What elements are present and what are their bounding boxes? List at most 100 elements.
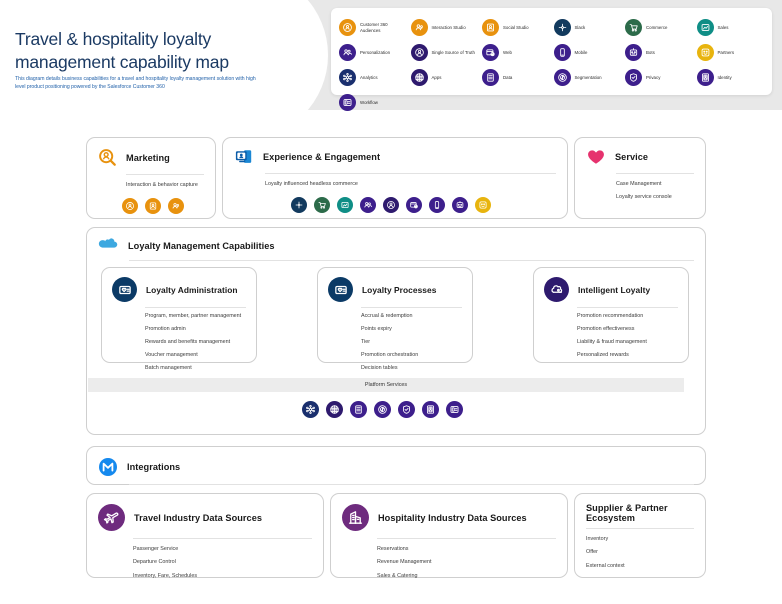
web-browser-icon bbox=[482, 44, 499, 61]
loyalty-administration-bullet: Voucher management bbox=[145, 351, 198, 358]
experience-title: Experience & Engagement bbox=[263, 152, 381, 162]
legend-item-label: Personalization bbox=[360, 49, 391, 55]
service-bullet: Case Management bbox=[616, 181, 662, 187]
service-divider bbox=[616, 173, 694, 174]
service-bullet: Loyalty service console bbox=[616, 194, 672, 201]
experience-screens-icon bbox=[234, 148, 254, 166]
legend-item-label: Bots bbox=[646, 49, 655, 55]
legend-item[interactable]: Bots bbox=[625, 40, 695, 65]
integrations-header: Integrations bbox=[98, 457, 694, 477]
privacy-shield-icon bbox=[398, 401, 415, 418]
product-legend-panel: Customer 360 Audiences Interaction Studio… bbox=[331, 8, 772, 111]
loyalty-administration-divider bbox=[145, 307, 246, 308]
legend-item-label: Mobile bbox=[574, 49, 588, 55]
loyalty-card-icon bbox=[112, 277, 137, 302]
loyalty-management-capabilities-card[interactable]: Loyalty Management Capabilities Loyalty … bbox=[86, 227, 706, 435]
mulesoft-icon bbox=[98, 457, 118, 477]
legend-item[interactable]: Personalization bbox=[339, 40, 409, 65]
legend-item[interactable]: Web bbox=[482, 40, 552, 65]
marketing-card-header: Marketing bbox=[98, 148, 204, 167]
bots-robot-icon bbox=[625, 44, 642, 61]
legend-item[interactable]: Segmentation bbox=[553, 65, 624, 90]
loyalty-administration-bullet: Program, member, partner management bbox=[145, 313, 242, 319]
legend-item[interactable]: Privacy bbox=[625, 65, 695, 90]
hospitality-sources-title: Hospitality Industry Data Sources bbox=[378, 512, 527, 523]
hospitality-sources-divider bbox=[377, 538, 556, 539]
intelligent-loyalty-card[interactable]: Intelligent Loyalty Promotion recommenda… bbox=[533, 267, 689, 363]
service-heart-icon bbox=[586, 148, 606, 166]
experience-card-header: Experience & Engagement bbox=[234, 148, 556, 166]
integrations-card[interactable]: Integrations bbox=[86, 446, 706, 485]
travel-sources-header: Travel Industry Data Sources bbox=[98, 504, 312, 531]
intelligent-loyalty-divider bbox=[577, 307, 678, 308]
travel-sources-divider bbox=[133, 538, 312, 539]
experience-bullet: Loyalty influenced headless commerce bbox=[265, 181, 358, 187]
legend-item[interactable]: Apps bbox=[410, 65, 481, 90]
legend-item[interactable]: Analytics bbox=[339, 65, 409, 90]
legend-item[interactable]: Data bbox=[482, 65, 552, 90]
identity-card-icon bbox=[696, 69, 714, 86]
legend-item[interactable]: Partners bbox=[696, 40, 767, 65]
legend-item[interactable]: Interaction Studio bbox=[410, 15, 481, 40]
hospitality-industry-data-sources-card[interactable]: Hospitality Industry Data Sources Reserv… bbox=[330, 493, 568, 580]
marketing-card[interactable]: Marketing Interaction & behavior capture bbox=[86, 137, 216, 219]
partners-icon bbox=[475, 196, 491, 213]
experience-engagement-card[interactable]: Experience & Engagement Loyalty influenc… bbox=[222, 137, 568, 219]
hospitality-sources-header: Hospitality Industry Data Sources bbox=[342, 504, 556, 531]
slack-icon bbox=[291, 196, 307, 213]
travel-sources-title: Travel Industry Data Sources bbox=[134, 512, 263, 523]
intelligent-loyalty-bullet: Personalized rewards bbox=[577, 351, 629, 358]
personalization-people-icon bbox=[360, 196, 376, 213]
legend-item-label: Social Studio bbox=[503, 24, 529, 30]
legend-item[interactable]: Workflow bbox=[339, 90, 409, 115]
platform-services-label: Platform Services bbox=[364, 382, 408, 388]
platform-services-icon-row bbox=[302, 401, 463, 418]
legend-item[interactable]: Social Studio bbox=[482, 15, 552, 40]
legend-item[interactable]: Commerce bbox=[625, 15, 695, 40]
workflow-icon bbox=[446, 401, 463, 418]
loyalty-administration-card[interactable]: Loyalty Administration Program, member, … bbox=[101, 267, 257, 371]
loyalty-card-icon bbox=[328, 277, 353, 302]
legend-item-label: Web bbox=[503, 49, 512, 55]
intelligent-loyalty-header: Intelligent Loyalty bbox=[544, 277, 678, 302]
legend-item[interactable]: Slack bbox=[553, 15, 624, 40]
single-source-of-truth-icon bbox=[410, 44, 428, 61]
loyalty-processes-divider bbox=[361, 307, 462, 308]
page-title: Travel & hospitality loyalty management … bbox=[15, 29, 229, 73]
loyalty-processes-bullet: Accrual & redemption bbox=[361, 313, 413, 319]
legend-item[interactable]: Customer 360 Audiences bbox=[339, 15, 409, 40]
marketing-title: Marketing bbox=[126, 152, 170, 163]
airplane-icon bbox=[98, 504, 125, 531]
social-studio-icon bbox=[482, 19, 499, 36]
analytics-nodes-icon bbox=[302, 401, 319, 418]
legend-item[interactable]: Sales bbox=[696, 15, 767, 40]
legend-item-label: Partners bbox=[717, 49, 735, 55]
loyalty-administration-header: Loyalty Administration bbox=[112, 277, 246, 302]
legend-item-label: Customer 360 Audiences bbox=[360, 21, 388, 33]
marketing-bullet: Interaction & behavior capture bbox=[126, 182, 198, 188]
hospitality-sources-bullet: Sales & Catering bbox=[377, 572, 418, 579]
web-browser-icon bbox=[406, 196, 422, 213]
loyalty-management-divider bbox=[129, 260, 694, 261]
travel-sources-bullet: Departure Control bbox=[133, 559, 176, 566]
loyalty-administration-title: Loyalty Administration bbox=[146, 284, 238, 295]
identity-card-icon bbox=[422, 401, 439, 418]
sales-chart-icon bbox=[337, 196, 353, 213]
legend-item[interactable]: Single Source of Truth bbox=[410, 40, 481, 65]
salesforce-cloud-icon bbox=[98, 238, 119, 253]
legend-item[interactable]: Mobile bbox=[553, 40, 624, 65]
apps-grid-icon bbox=[410, 69, 428, 86]
travel-industry-data-sources-card[interactable]: Travel Industry Data Sources Passenger S… bbox=[86, 493, 324, 579]
analytics-nodes-icon bbox=[339, 69, 356, 86]
legend-item[interactable]: Identity bbox=[696, 65, 767, 90]
loyalty-administration-bullet: Rewards and benefits management bbox=[145, 338, 231, 345]
integrations-title: Integrations bbox=[127, 462, 181, 472]
einstein-intelligence-icon bbox=[544, 277, 569, 302]
supplier-bullet: External context bbox=[586, 562, 625, 569]
